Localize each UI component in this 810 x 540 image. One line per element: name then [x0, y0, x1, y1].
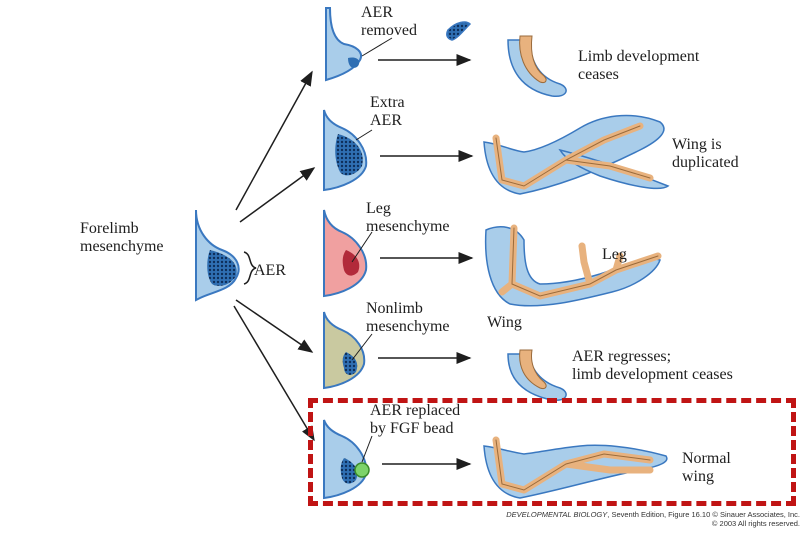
row4-operation-label: Nonlimb mesenchyme: [366, 300, 450, 335]
aer-label: AER: [254, 262, 286, 279]
forelimb-bud: [195, 209, 240, 302]
credit-rest: , Seventh Edition, Figure 16.10 © Sinaue…: [607, 510, 800, 519]
row3-operation-label: Leg mesenchyme: [366, 200, 450, 235]
row1-bud: [325, 7, 472, 82]
leader-row1: [361, 37, 393, 57]
row2-duplicated-wing: [483, 114, 670, 195]
leader-row2: [355, 129, 373, 141]
row5-bud: [323, 419, 370, 500]
arrow-to-row5: [233, 305, 315, 442]
row2-bud: [323, 109, 368, 192]
highlight-box: [308, 398, 796, 506]
row1-result-label: Limb development ceases: [578, 48, 700, 83]
figure-credit: DEVELOPMENTAL BIOLOGY, Seventh Edition, …: [488, 510, 800, 528]
row4-stump: [507, 349, 567, 401]
row4-result-label: AER regresses; limb development ceases: [572, 348, 733, 383]
fgf-bead: [354, 462, 370, 478]
row5-normal-wing: [483, 436, 668, 499]
arrow-to-row4: [235, 299, 314, 353]
row3-wing-label: Wing: [487, 314, 522, 331]
aer-brace: [243, 251, 257, 285]
forelimb-label: Forelimb mesenchyme: [80, 220, 164, 255]
row4-bud: [323, 311, 366, 390]
credit-rights: © 2003 All rights reserved.: [711, 519, 800, 528]
row1-stump: [507, 35, 567, 97]
row2-result-label: Wing is duplicated: [672, 136, 739, 171]
removed-aer-fragment: [446, 21, 472, 41]
row3-leg-label: Leg: [602, 246, 627, 263]
credit-title: DEVELOPMENTAL BIOLOGY: [506, 510, 608, 519]
row5-operation-label: AER replaced by FGF bead: [370, 402, 461, 437]
row5-result-label: Normal wing: [682, 450, 731, 485]
row1-operation-label: AER removed: [361, 4, 417, 39]
row3-bud: [323, 209, 368, 298]
leader-row3: [351, 231, 373, 263]
leader-row4: [351, 333, 373, 361]
leader-row5: [361, 435, 373, 463]
row2-operation-label: Extra AER: [370, 94, 405, 129]
arrow-to-row2: [239, 167, 316, 223]
row3-leg-wing: [484, 224, 662, 307]
arrow-to-row1: [235, 70, 313, 211]
